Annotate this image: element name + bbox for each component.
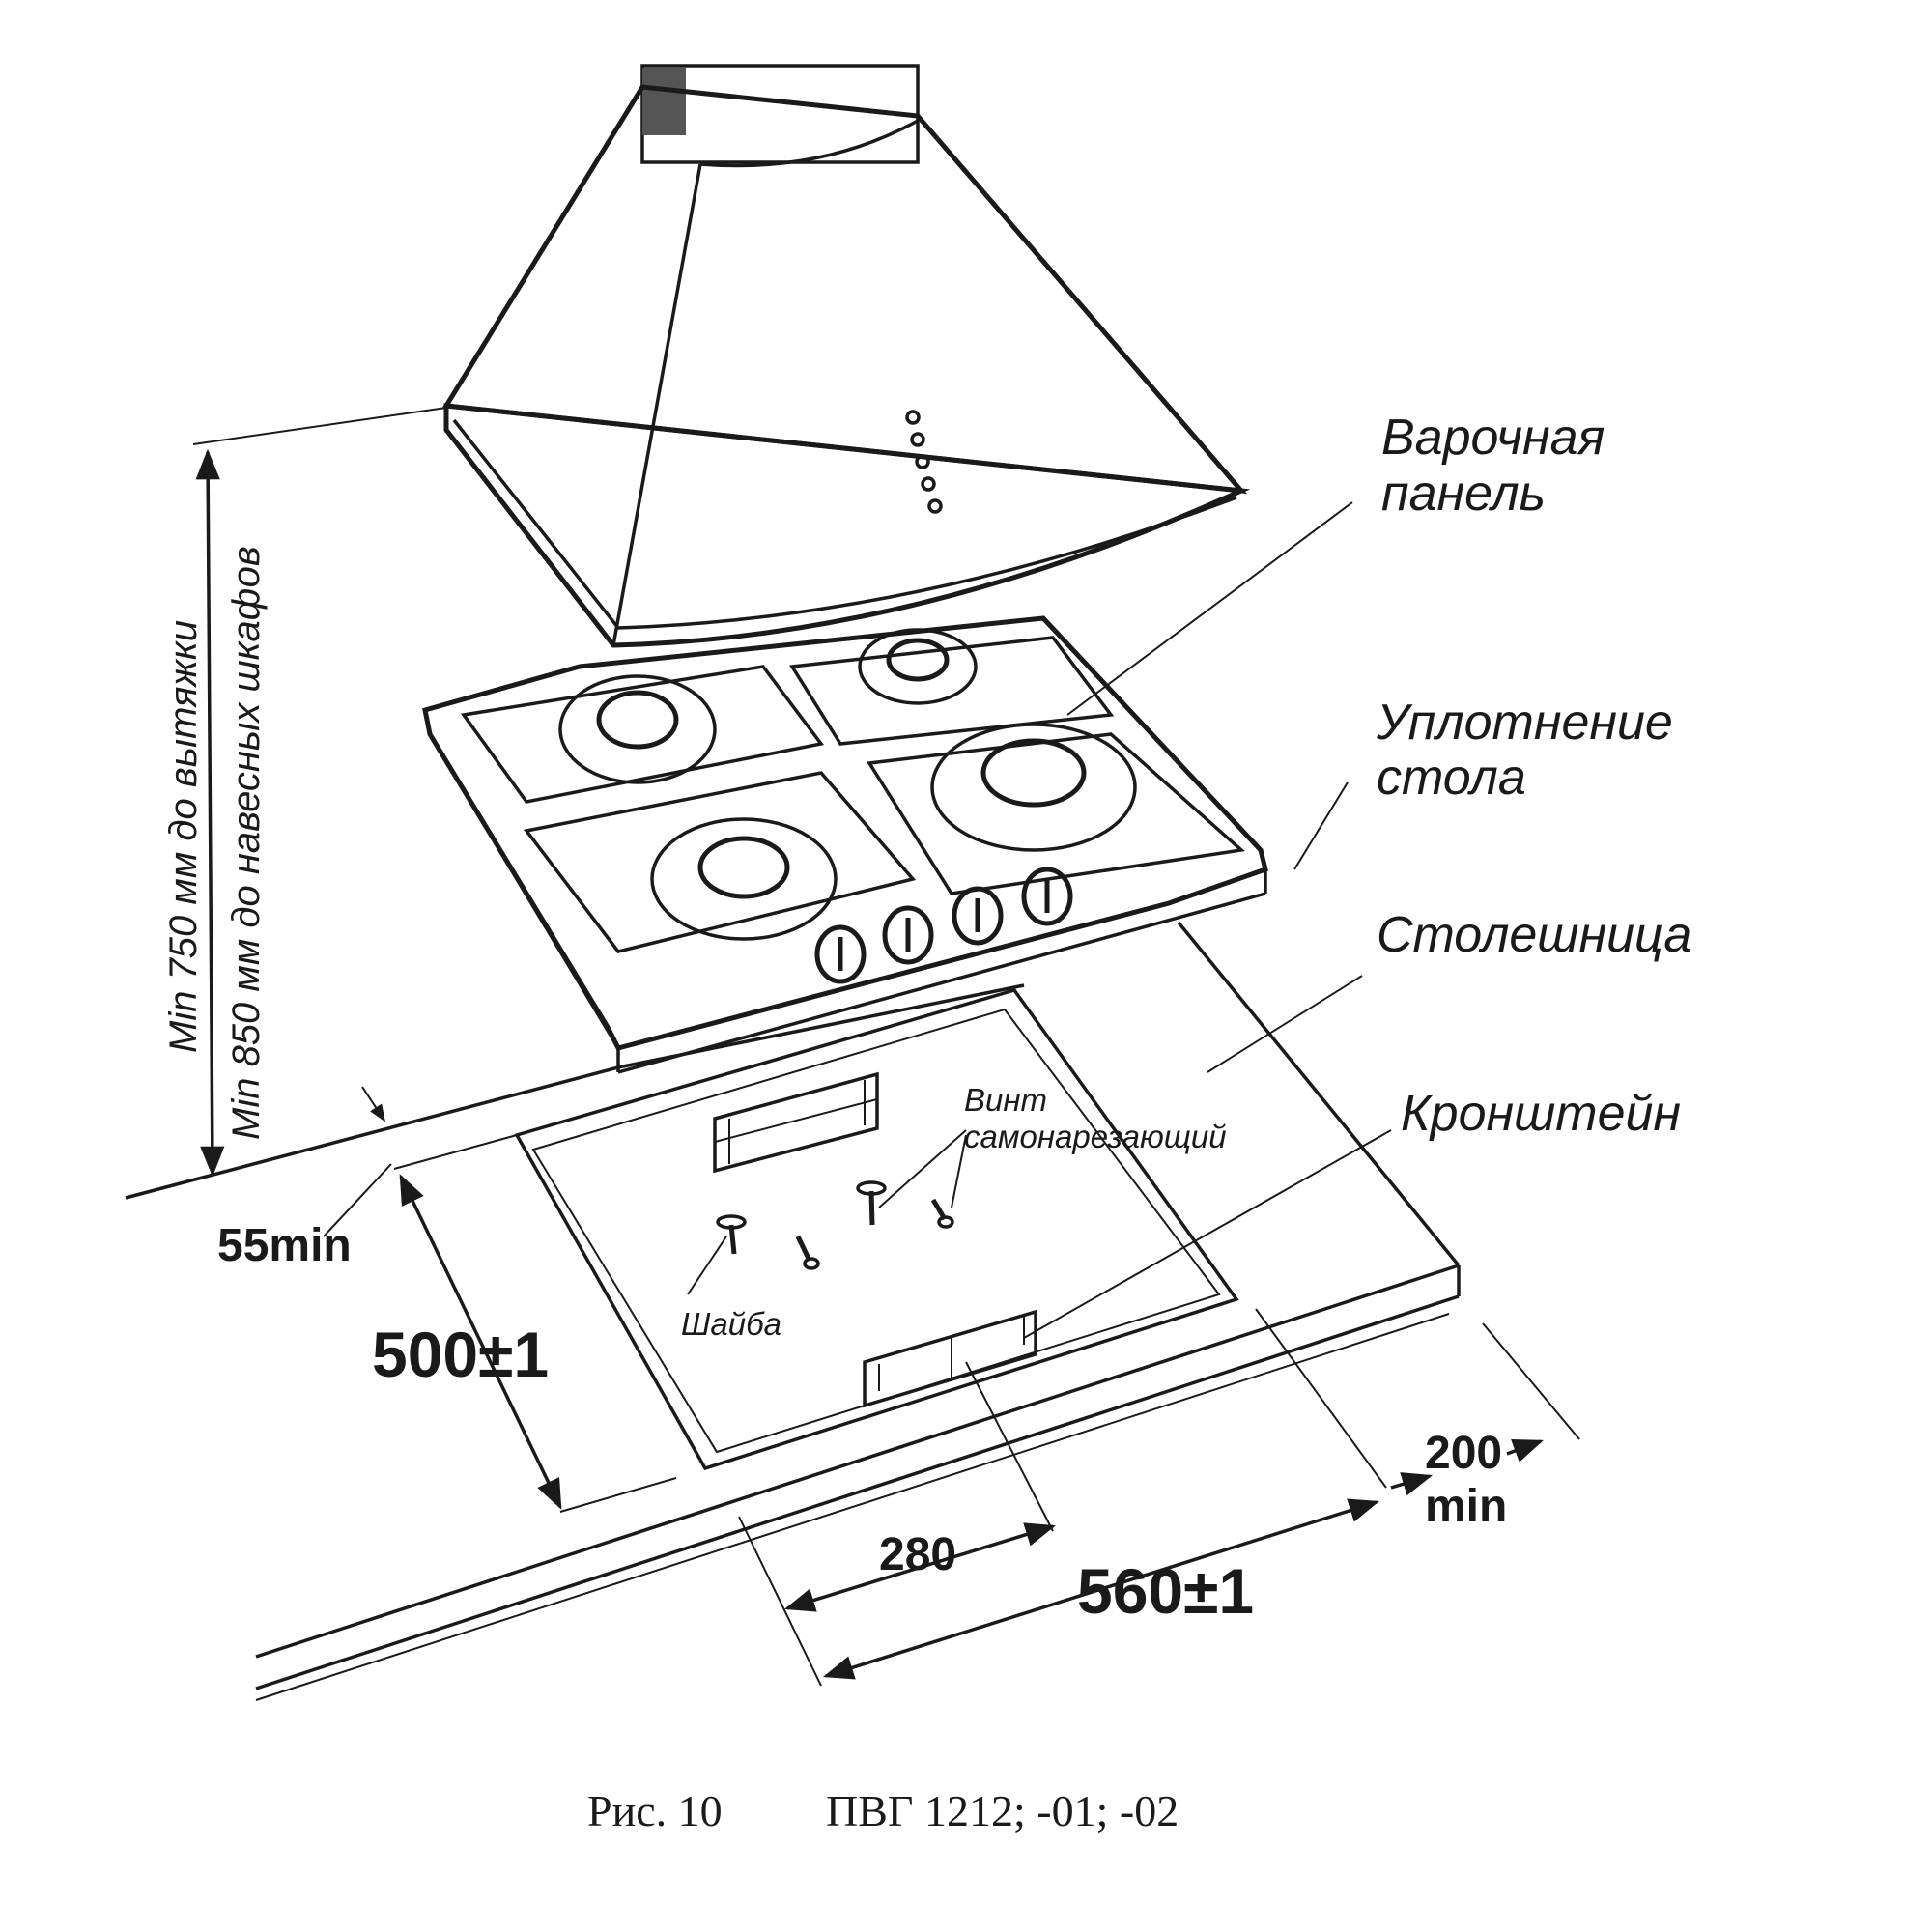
figure-caption: Рис. 10 [587, 1786, 723, 1835]
width-dimension: 560±1 [1077, 1555, 1254, 1627]
gas-hob [422, 615, 1268, 1074]
control-knob-icon [952, 886, 1004, 946]
hob-label: Варочная [1381, 410, 1605, 466]
hood-clearance-note: Min 750 мм до вытяжки [162, 620, 205, 1053]
control-button-icon [927, 498, 943, 514]
control-button-icon [905, 410, 921, 425]
control-button-icon [915, 454, 930, 469]
depth-dimension: 500±1 [372, 1319, 549, 1390]
countertop-label: Столешница [1377, 907, 1691, 963]
cabinet-clearance-note: Min 850 мм до навесных шкафов [225, 546, 268, 1140]
bracket-bottom [863, 1309, 1037, 1408]
screw-label: Винт [964, 1082, 1047, 1118]
screw [687, 1129, 967, 1295]
leader-lines [1023, 501, 1392, 1339]
seal-label: Уплотнение [1376, 695, 1673, 751]
cooker-hood [441, 64, 1251, 648]
hob-label: панель [1381, 466, 1546, 522]
model-caption: ПВГ 1212; -01; -02 [826, 1786, 1179, 1835]
control-button-icon [921, 476, 936, 492]
burner-icon [650, 817, 838, 941]
screw-label: самонарезающий [964, 1119, 1227, 1154]
side-min-dimension: 200 [1425, 1428, 1502, 1479]
burner-icon [930, 723, 1137, 852]
side-min-dimension: min [1425, 1481, 1507, 1532]
edge-min-dimension: 55min [217, 1220, 352, 1271]
control-button-icon [910, 432, 925, 447]
bracket-label: Кронштейн [1401, 1086, 1681, 1142]
seal-label: стола [1377, 750, 1526, 806]
cutout-opening [514, 987, 1239, 1471]
width-half-dimension: 280 [879, 1529, 956, 1580]
washer-label: Шайба [681, 1306, 781, 1342]
burner-icon [558, 674, 717, 784]
control-knob-icon [882, 905, 934, 965]
control-knob-icon [1021, 867, 1073, 926]
bracket-top [713, 1071, 879, 1174]
burner-icon [858, 628, 978, 705]
dimension-lines [192, 407, 1580, 1687]
control-knob-icon [814, 924, 867, 984]
